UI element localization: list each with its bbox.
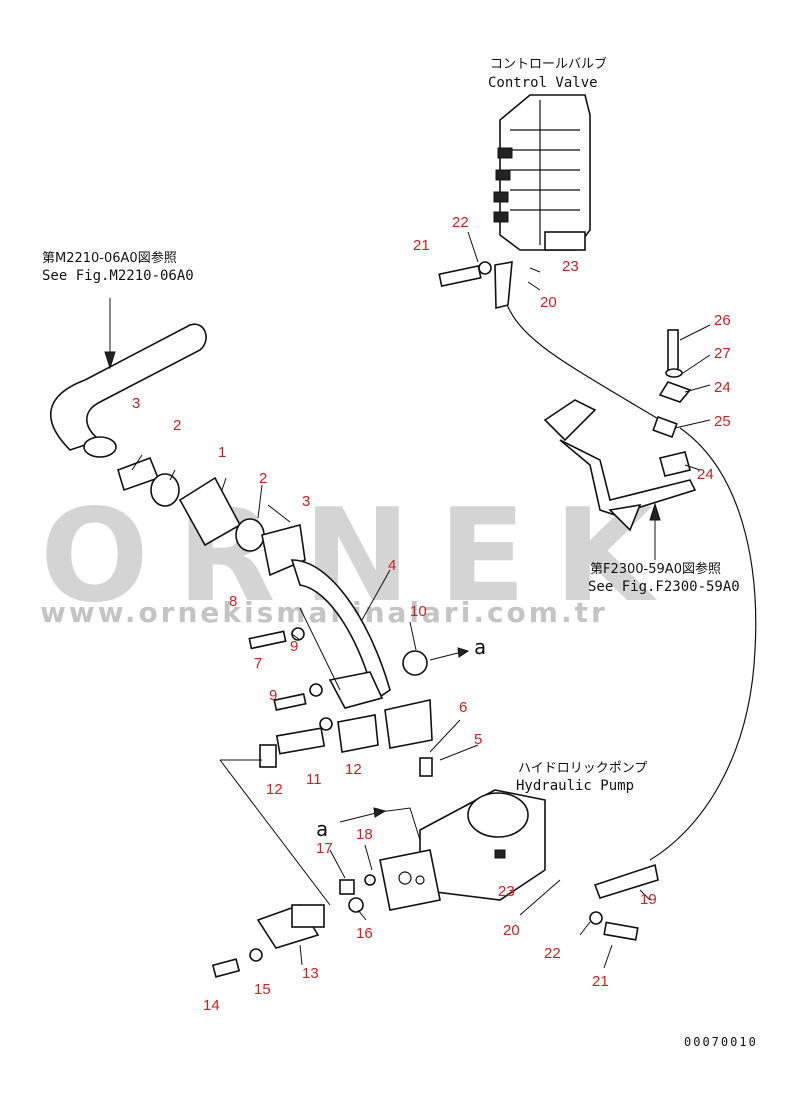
suction-pipe xyxy=(49,298,207,458)
fasteners xyxy=(211,261,683,978)
callout-21-lower: 21 xyxy=(592,973,609,990)
drawing-code: 00070010 xyxy=(684,1035,758,1049)
callout-21-upper: 21 xyxy=(413,237,430,254)
callout-6: 6 xyxy=(459,699,467,716)
connection-mark-a-bottom: a xyxy=(316,817,328,841)
callout-2-lower: 2 xyxy=(259,470,267,487)
callout-1: 1 xyxy=(218,444,226,461)
callout-8: 8 xyxy=(229,593,237,610)
pedal-bracket xyxy=(543,381,697,560)
callout-18: 18 xyxy=(356,826,373,843)
control-valve-en-label: Control Valve xyxy=(488,75,598,91)
callout-17: 17 xyxy=(316,840,333,857)
fig-m2210-en-label: See Fig.M2210-06A0 xyxy=(42,268,194,284)
callout-9-upper: 9 xyxy=(290,638,298,655)
callout-23-upper: 23 xyxy=(562,258,579,275)
callout-22-upper: 22 xyxy=(452,214,469,231)
fig-m2210-jp-label: 第M2210-06A0図参照 xyxy=(42,250,177,266)
callout-24-upper: 24 xyxy=(714,379,731,396)
callout-4: 4 xyxy=(388,557,396,574)
callout-13: 13 xyxy=(302,965,319,982)
watermark-url: www.ornekismakinalari.com.tr xyxy=(40,596,608,629)
callout-11: 11 xyxy=(306,771,322,788)
fig-f2300-en-label: See Fig.F2300-59A0 xyxy=(588,579,740,595)
callout-19: 19 xyxy=(640,891,657,908)
connection-mark-a-top: a xyxy=(474,635,486,659)
control-valve xyxy=(493,94,591,251)
callout-15: 15 xyxy=(254,981,271,998)
hydraulic-pump xyxy=(256,789,546,949)
callout-27: 27 xyxy=(714,345,731,362)
callout-3-right: 3 xyxy=(302,493,310,510)
callout-16: 16 xyxy=(356,925,373,942)
hydraulic-pump-en-label: Hydraulic Pump xyxy=(516,778,634,794)
callout-20-upper: 20 xyxy=(540,294,557,311)
fig-f2300-jp-label: 第F2300-59A0図参照 xyxy=(590,561,721,577)
callout-9-lower: 9 xyxy=(269,687,277,704)
callout-20-lower: 20 xyxy=(503,922,520,939)
callout-25: 25 xyxy=(714,413,731,430)
callout-22-lower: 22 xyxy=(544,945,561,962)
callout-23-lower: 23 xyxy=(498,883,515,900)
watermark: ORNEK www.ornekismakinalari.com.tr xyxy=(40,482,653,631)
control-valve-jp-label: コントロールバルブ xyxy=(490,56,607,72)
callout-10: 10 xyxy=(410,603,427,620)
callout-2-upper: 2 xyxy=(173,417,181,434)
callout-3-left: 3 xyxy=(132,395,140,412)
callout-24-lower: 24 xyxy=(697,466,714,483)
leader-lines xyxy=(131,231,711,969)
control-cable xyxy=(494,261,757,899)
callout-26: 26 xyxy=(714,312,731,329)
callout-5: 5 xyxy=(474,731,482,748)
hydraulic-pump-jp-label: ハイドロリックポンプ xyxy=(518,761,647,776)
callout-12-left: 12 xyxy=(266,781,283,798)
callout-numbers: 1 2 2 3 3 4 5 6 7 8 9 9 10 11 12 12 13 1… xyxy=(132,214,731,1014)
suction-hose-assembly xyxy=(117,456,433,755)
callout-12-right: 12 xyxy=(345,761,362,778)
callout-14: 14 xyxy=(203,997,220,1014)
callout-7: 7 xyxy=(254,655,262,672)
